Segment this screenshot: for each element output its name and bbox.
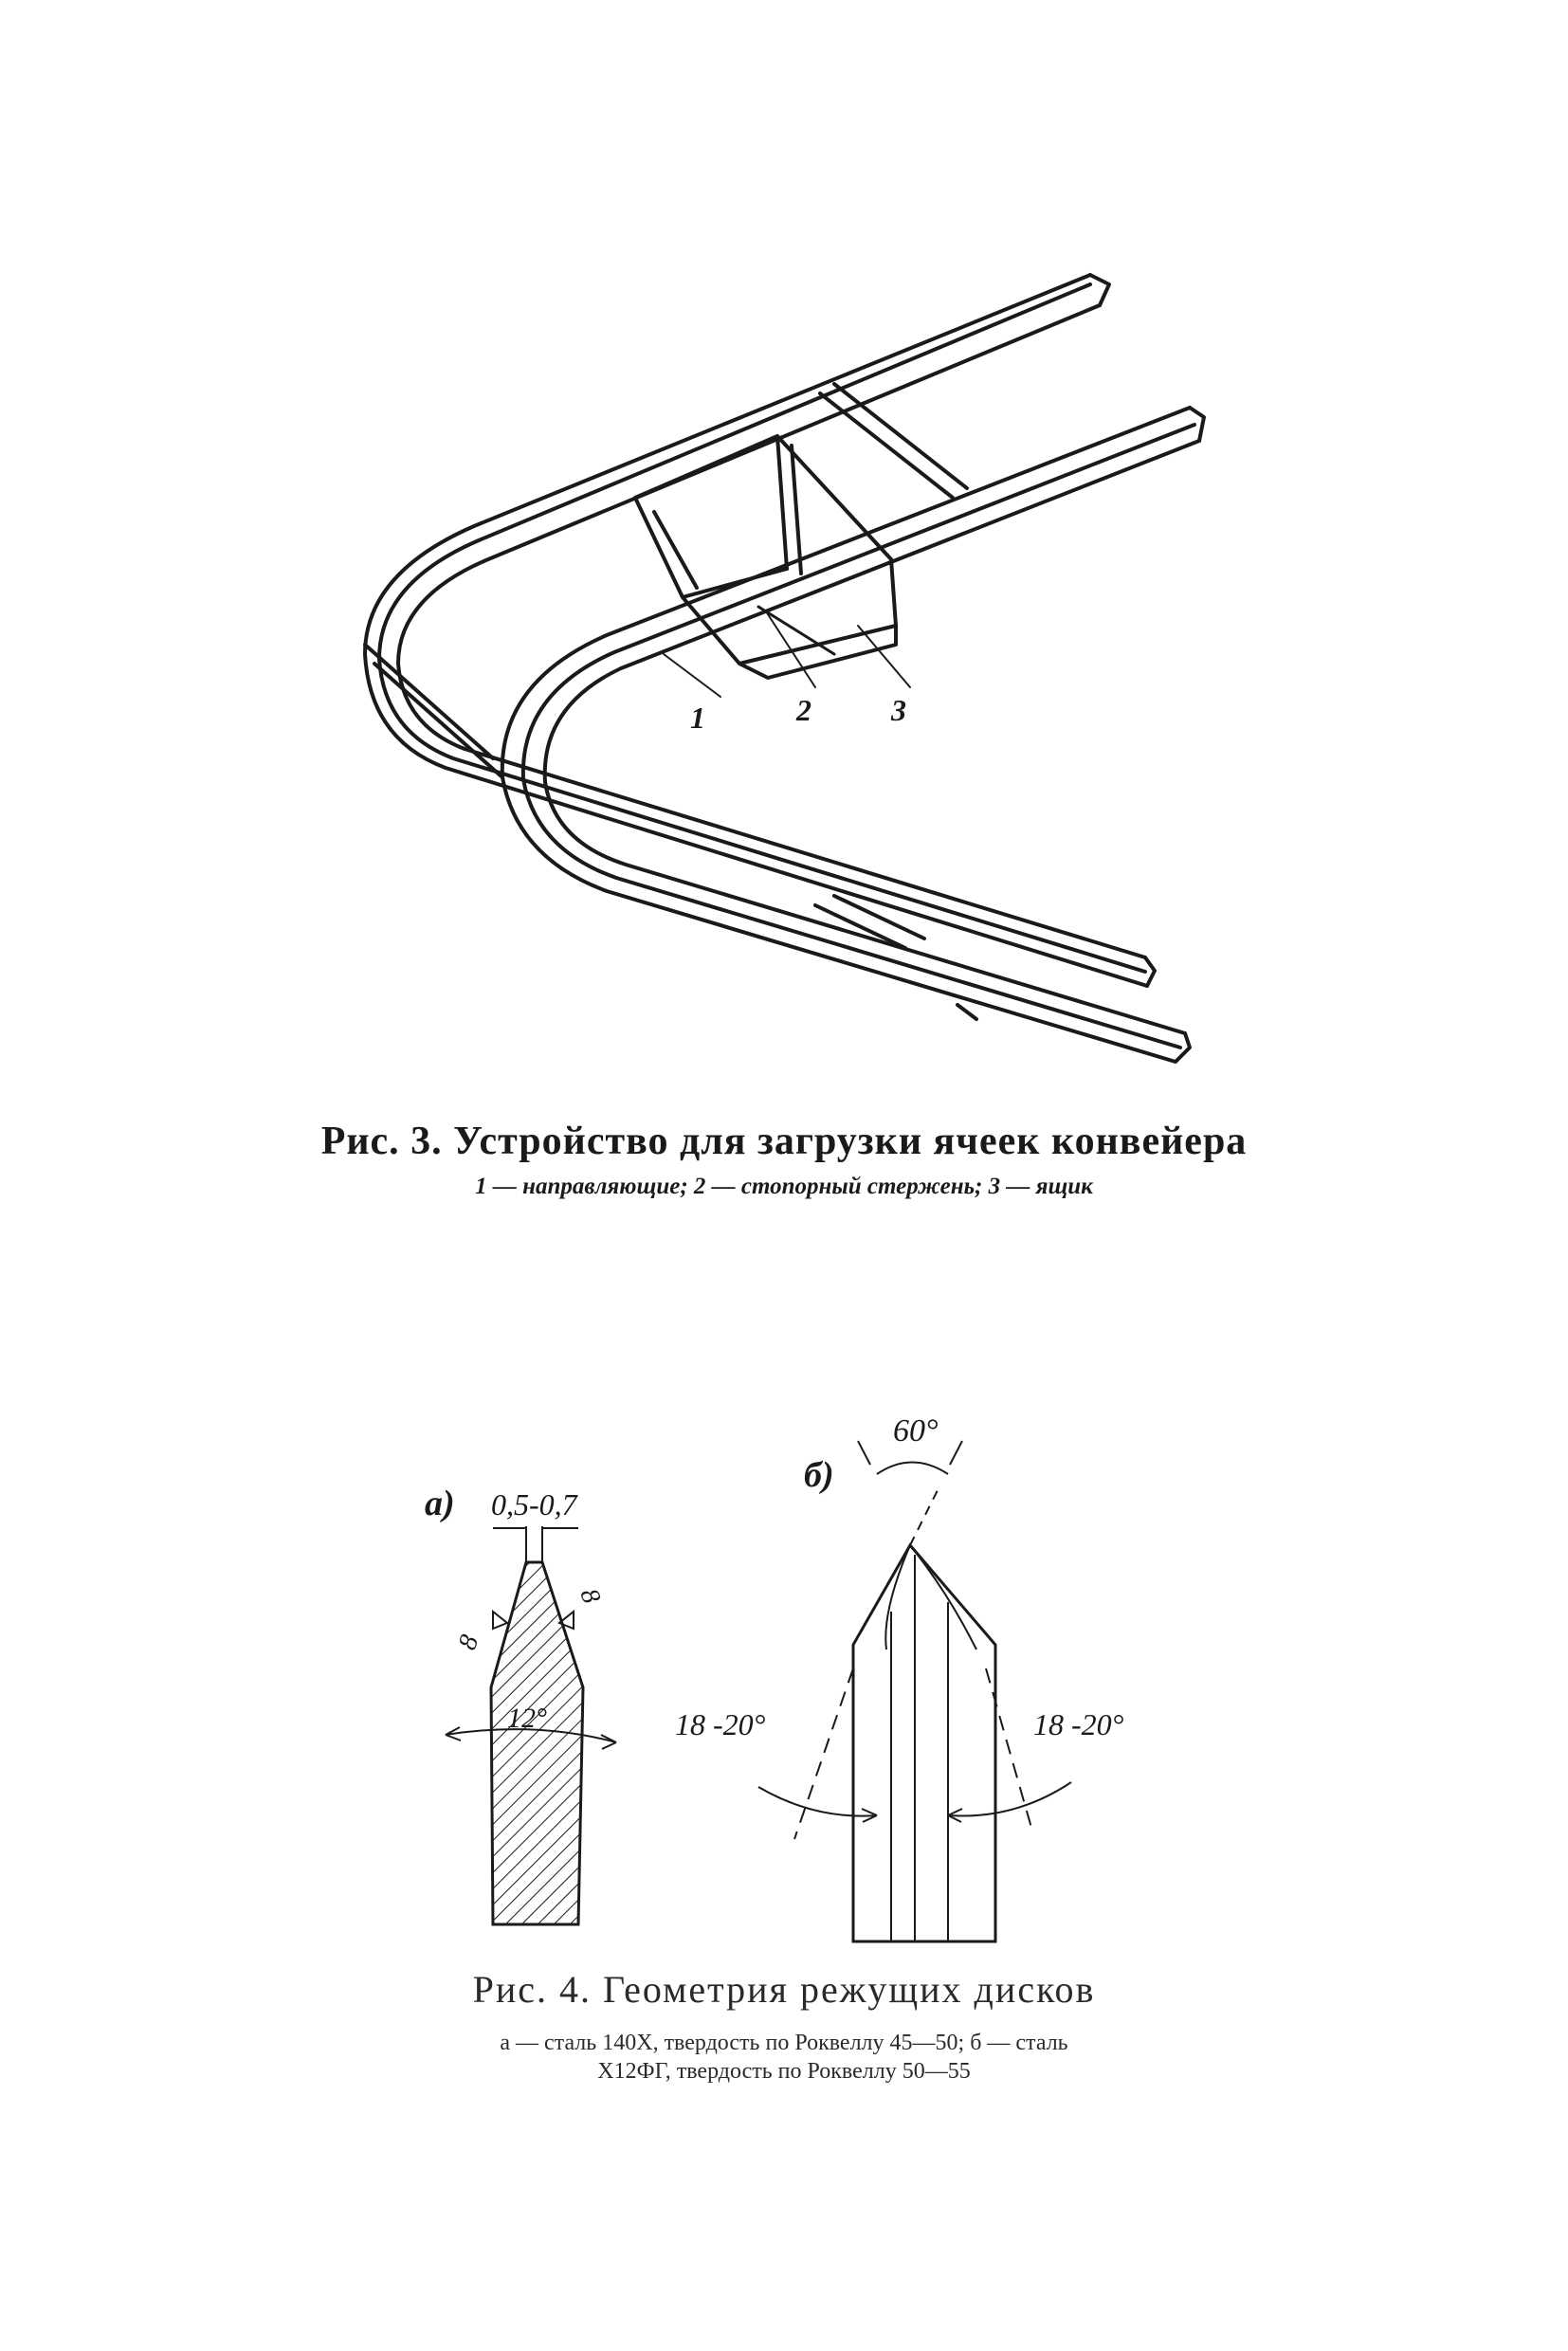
stop-rod	[757, 605, 836, 656]
width-dim-text: 0,5-0,7	[491, 1487, 579, 1522]
figure-4-drawing: а) 0,5-0,7 12° 8 8 б) 60° 18 -20° 18 -20…	[425, 1413, 1124, 1943]
finish-left-text: 8	[452, 1631, 484, 1654]
cross-bar-bottom	[813, 894, 926, 950]
right-angle-dashed	[985, 1668, 1034, 1835]
callout-2: 2	[795, 693, 811, 727]
panel-b-bevel-left	[884, 1544, 911, 1650]
rail-inner-inner-line	[520, 423, 1196, 1049]
top-angle-arc	[876, 1461, 949, 1475]
panel-b	[757, 1440, 1072, 1943]
panel-a-blade	[489, 1560, 585, 1926]
figure-3-drawing: 1 2 3	[363, 273, 1206, 1064]
box-front	[738, 624, 898, 680]
rail-outer-upper-edge2	[396, 303, 1147, 959]
finish-left-mark	[492, 1609, 509, 1631]
right-angle-arc	[947, 1781, 1072, 1817]
figure-4-legend-line-1: а — сталь 140Х, твердость по Роквеллу 45…	[500, 2031, 1068, 2055]
rail-inner-lower-edge	[542, 439, 1201, 1035]
panel-a	[445, 1526, 617, 1926]
leader-3	[857, 625, 911, 688]
panel-b-bevel-right	[909, 1544, 977, 1650]
rail-outer-upper-edge	[363, 273, 1149, 988]
callout-1: 1	[690, 701, 705, 735]
left-angle-text: 18 -20°	[675, 1707, 766, 1741]
top-angle-text: 60°	[893, 1413, 939, 1449]
panel-b-blade-outline	[851, 1542, 997, 1943]
finish-right-mark	[557, 1609, 574, 1631]
figure-3-caption: Рис. 3. Устройство для загрузки ячеек ко…	[320, 1120, 1248, 1163]
panel-b-label: б)	[804, 1455, 834, 1495]
leader-1	[663, 653, 721, 698]
figure-3-legend: 1 — направляющие; 2 — стопорный стержень…	[475, 1174, 1093, 1199]
box-inner	[652, 444, 803, 590]
panel-a-angle: 12°	[507, 1703, 547, 1734]
panel-b-inner-lines	[890, 1555, 949, 1941]
callout-3: 3	[890, 693, 906, 727]
panel-b-centerline	[909, 1487, 939, 1546]
finish-right-text: 8	[574, 1585, 606, 1608]
cross-bar-left	[363, 643, 504, 779]
leader-2	[765, 611, 816, 688]
figure-4-caption: Рис. 4. Геометрия режущих дисков	[472, 1968, 1096, 2011]
cross-bar-top	[818, 382, 969, 500]
left-angle-arc	[757, 1786, 878, 1817]
right-angle-text: 18 -20°	[1033, 1707, 1124, 1741]
figure-4-legend-line-2: Х12ФГ, твердость по Роквеллу 50—55	[597, 2059, 971, 2084]
left-angle-dashed	[793, 1668, 854, 1840]
panel-a-label: а)	[425, 1484, 455, 1523]
angle-arc	[445, 1728, 617, 1743]
